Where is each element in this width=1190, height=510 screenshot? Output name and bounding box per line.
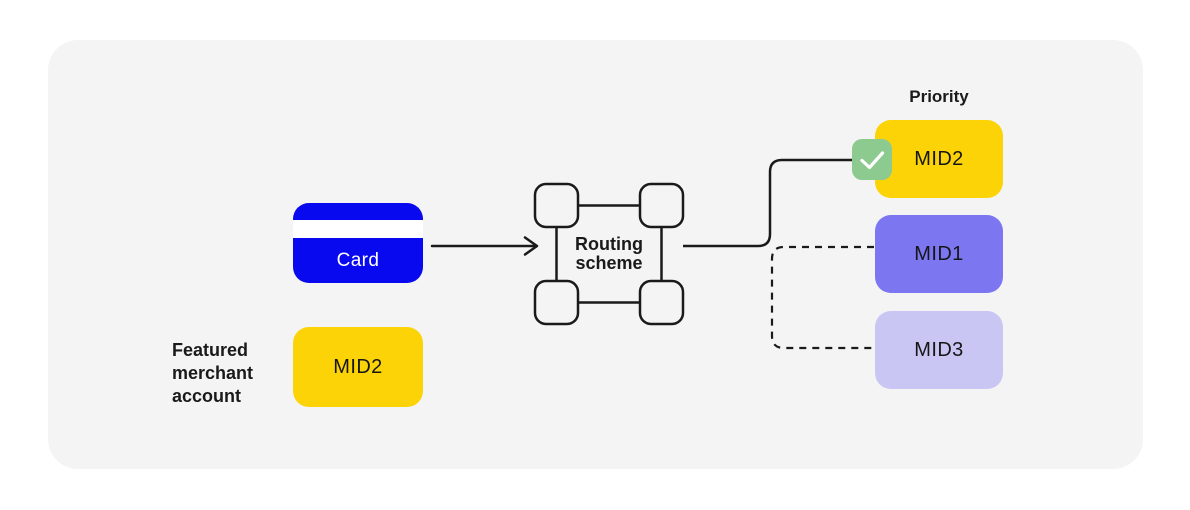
routing-scheme-label: Routing scheme <box>575 234 643 273</box>
priority-mid1-label: MID1 <box>914 242 964 265</box>
featured-mid-label: MID2 <box>333 355 383 378</box>
priority-mid2-box: MID2 <box>875 120 1003 198</box>
priority-mid2-label: MID2 <box>914 147 964 170</box>
featured-mid-box: MID2 <box>293 327 423 407</box>
priority-mid1-box: MID1 <box>875 215 1003 293</box>
check-icon <box>852 139 892 180</box>
priority-title: Priority <box>909 87 969 106</box>
card-node: Card <box>293 203 423 283</box>
priority-mid3-box: MID3 <box>875 311 1003 389</box>
card-label: Card <box>336 249 380 271</box>
featured-merchant-account-label: Featured merchant account <box>172 340 254 406</box>
priority-mid3-label: MID3 <box>914 338 964 361</box>
card-stripe <box>293 220 423 238</box>
